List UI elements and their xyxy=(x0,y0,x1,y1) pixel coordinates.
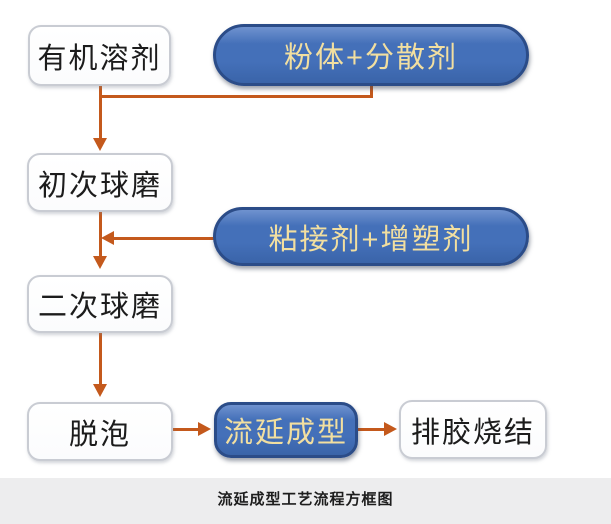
node-tape-casting: 流延成型 xyxy=(214,402,358,458)
connector-casting-to-sintering xyxy=(358,428,385,431)
node-second-ball-milling: 二次球磨 xyxy=(27,275,173,333)
node-powder-dispersant: 粉体+分散剂 xyxy=(213,24,529,86)
connector-binder-horizontal xyxy=(113,237,214,240)
diagram-caption: 流延成型工艺流程方框图 xyxy=(217,490,394,508)
caption-band: 流延成型工艺流程方框图 xyxy=(0,478,611,524)
arrowhead-into-degassing xyxy=(93,384,107,397)
connector-second-milling-to-degassing xyxy=(99,333,102,385)
node-binder-plasticizer: 粘接剂+增塑剂 xyxy=(213,207,529,266)
arrowhead-binder-merge xyxy=(101,231,114,245)
connector-powder-merge-horizontal xyxy=(99,95,373,98)
arrowhead-into-second-milling xyxy=(93,256,107,269)
connector-powder-stub xyxy=(370,85,373,98)
connector-degassing-to-casting xyxy=(173,428,199,431)
arrowhead-into-sintering xyxy=(384,422,397,436)
node-degassing: 脱泡 xyxy=(27,402,173,461)
arrowhead-into-casting xyxy=(198,422,211,436)
arrowhead-into-first-milling xyxy=(93,138,107,151)
connector-first-to-second-milling xyxy=(99,212,102,257)
node-organic-solvent: 有机溶剂 xyxy=(28,25,171,86)
connector-organic-to-first-milling xyxy=(99,86,102,139)
node-debinding-sintering: 排胶烧结 xyxy=(399,400,547,459)
node-first-ball-milling: 初次球磨 xyxy=(27,153,173,212)
